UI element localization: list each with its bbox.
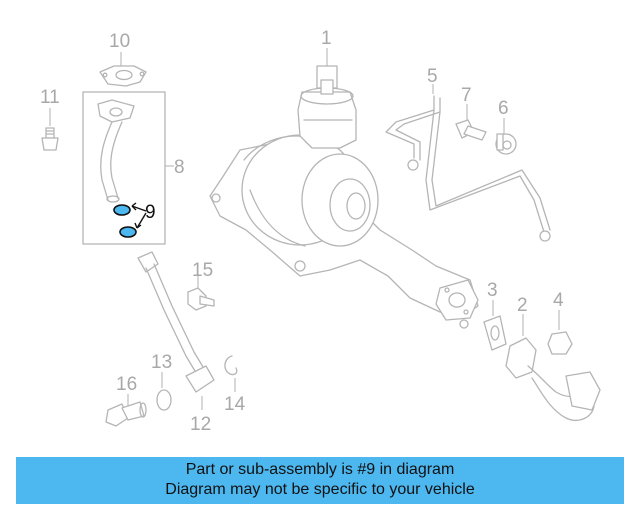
callout-2: 2 [517,295,528,316]
part-6-fitting[interactable] [495,133,517,155]
part-9-seal-rings[interactable] [113,202,147,238]
part-4-nut[interactable] [547,331,573,355]
info-banner: Part or sub-assembly is #9 in diagram Di… [16,457,624,504]
callout-5: 5 [427,66,438,87]
callout-1: 1 [321,28,332,49]
part-2-pipe[interactable] [505,337,601,421]
part-8-oil-pipe-assembly[interactable] [82,91,166,245]
callout-12: 12 [190,414,211,435]
callout-16: 16 [116,374,137,395]
part-16-union-bolt[interactable] [105,401,147,427]
part-1-turbocharger[interactable] [209,65,479,329]
callout-14: 14 [224,394,246,415]
callout-8: 8 [174,157,185,178]
callout-10: 10 [109,31,130,52]
part-7-bolt[interactable] [455,119,487,141]
banner-line-1: Part or sub-assembly is #9 in diagram [185,461,455,478]
part-13-oring[interactable] [156,389,172,411]
callout-6: 6 [498,98,509,119]
callout-4: 4 [553,290,564,311]
part-10-gasket[interactable] [99,65,147,87]
part-14-circlip[interactable] [224,355,238,376]
callout-13: 13 [151,352,172,373]
banner-line-2: Diagram may not be specific to your vehi… [165,481,475,498]
part-11-bolt[interactable] [41,127,59,151]
parts-diagram: 10 11 8 9 [40,28,601,435]
callout-7: 7 [461,85,472,106]
part-15-bolt[interactable] [187,287,215,311]
callout-15: 15 [192,260,213,281]
part-3-gasket[interactable] [483,315,507,351]
callout-11: 11 [40,87,60,108]
part-12-return-pipe[interactable] [137,251,215,393]
callout-9: 9 [145,202,156,223]
callout-3: 3 [487,280,498,301]
part-5-vacuum-pipe[interactable] [385,95,551,242]
